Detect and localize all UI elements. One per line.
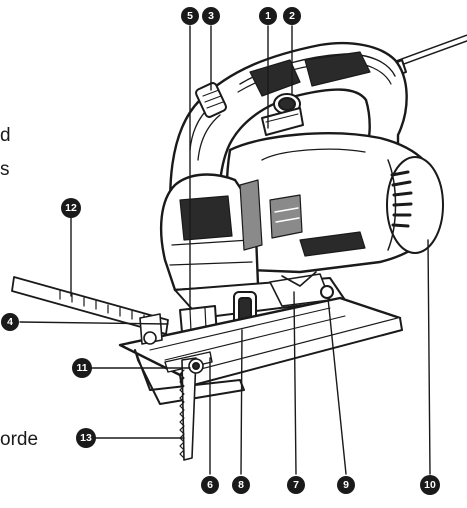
callout-10: 10 (420, 475, 440, 495)
svg-text:2: 2 (289, 10, 295, 22)
svg-text:10: 10 (424, 479, 436, 491)
bevel-lock-lever (320, 285, 334, 299)
callout-2: 2 (283, 7, 301, 25)
cut-off-text-line1: d (0, 125, 11, 146)
callout-8: 8 (232, 476, 250, 494)
svg-text:8: 8 (238, 479, 244, 491)
cut-off-text-line2: s (0, 159, 10, 180)
callout-12: 12 (61, 198, 81, 218)
svg-text:12: 12 (65, 202, 77, 214)
callout-1: 1 (259, 7, 277, 25)
callout-4: 4 (1, 313, 19, 331)
callout-13: 13 (76, 428, 96, 448)
callout-6: 6 (201, 476, 219, 494)
cut-off-text-line3: orde (0, 429, 39, 450)
parallel-guide-foot (134, 349, 245, 405)
callout-11: 11 (72, 358, 92, 378)
svg-text:3: 3 (208, 10, 214, 22)
callout-3: 3 (202, 7, 220, 25)
svg-text:4: 4 (7, 316, 13, 328)
callout-7: 7 (287, 476, 305, 494)
svg-text:1: 1 (265, 10, 271, 22)
callout-5: 5 (181, 7, 199, 25)
base-plate (118, 296, 403, 405)
motor-housing (225, 132, 444, 274)
svg-text:7: 7 (293, 479, 299, 491)
parallel-guide-ruler (11, 276, 169, 345)
speed-dial (195, 82, 227, 118)
front-housing (159, 173, 263, 292)
saw-blade (179, 357, 197, 461)
svg-text:9: 9 (343, 479, 349, 491)
svg-text:5: 5 (187, 10, 193, 22)
callout-leaders (19, 25, 431, 475)
blade-roller-guide (188, 358, 204, 374)
air-vents (390, 170, 413, 228)
callout-9: 9 (337, 476, 355, 494)
svg-text:13: 13 (80, 432, 92, 444)
svg-text:6: 6 (207, 479, 213, 491)
callout-badges: 1 2 3 4 5 6 7 (1, 7, 440, 495)
trigger-switch (261, 107, 304, 136)
svg-text:11: 11 (76, 362, 87, 374)
